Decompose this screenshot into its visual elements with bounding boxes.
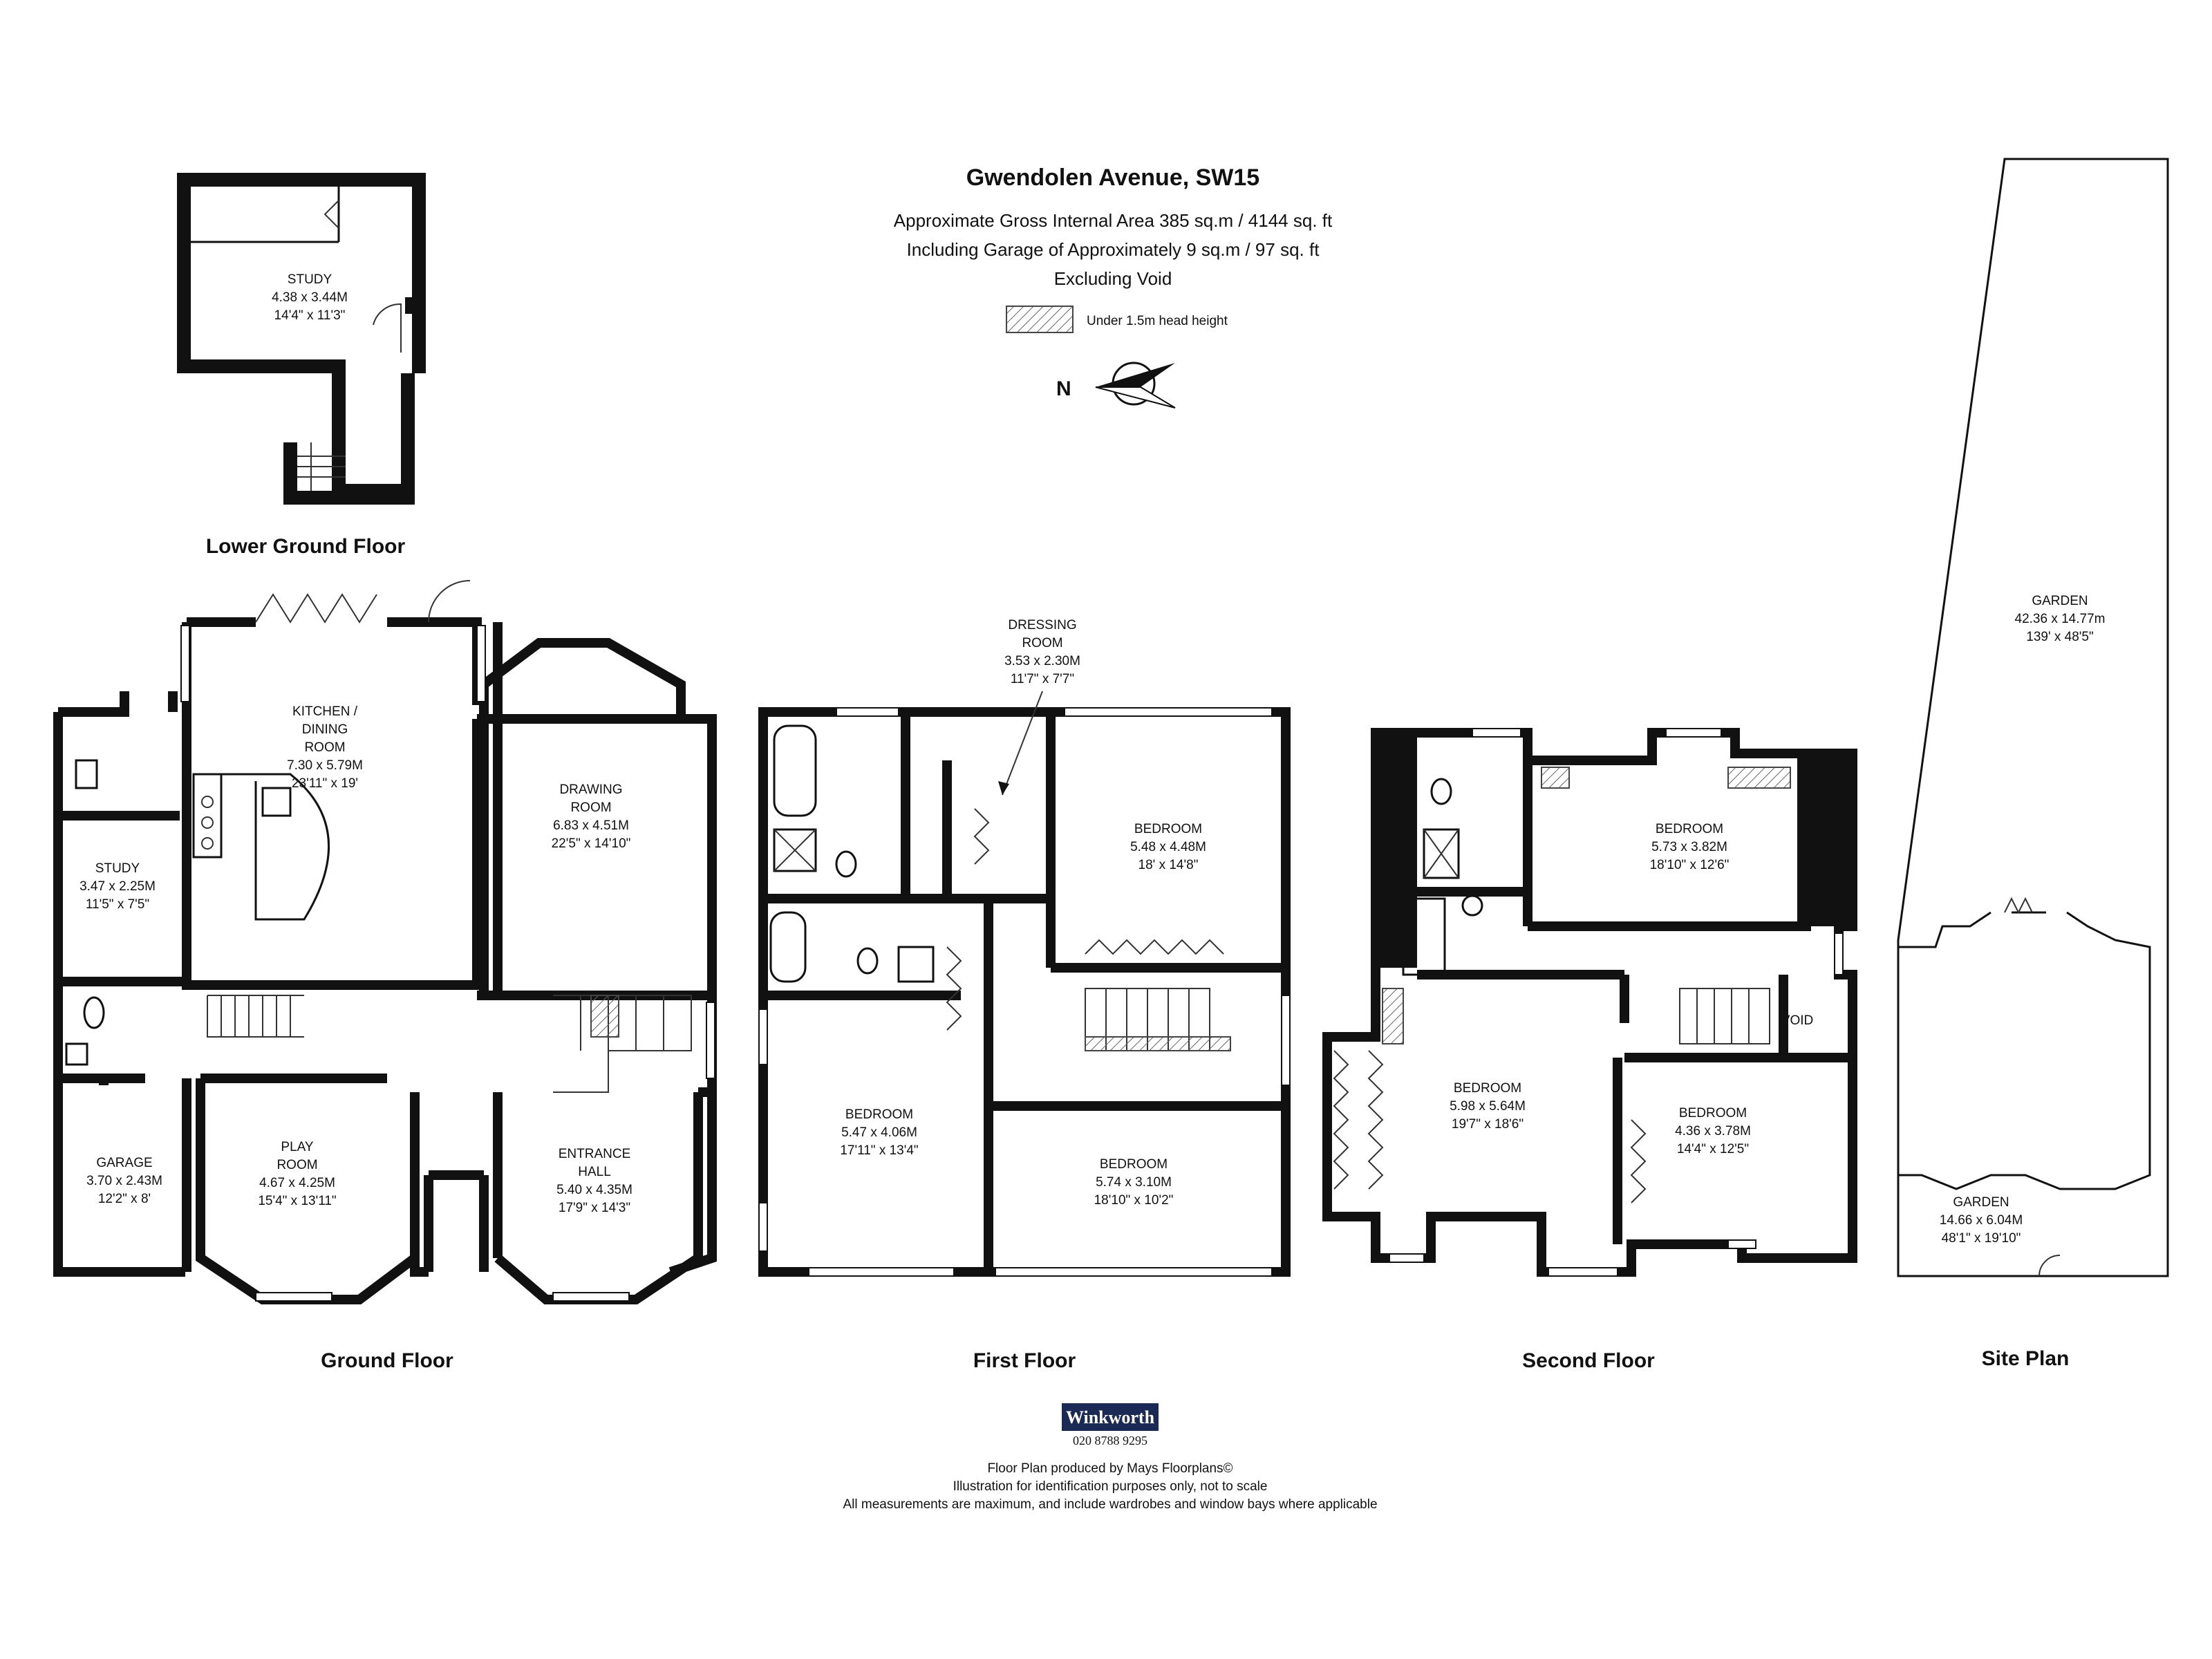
garden-rear-imperial: 139' x 48'5" — [2026, 630, 2093, 644]
lower-ground-floor-plan: STUDY 4.38 x 3.44M 14'4" x 11'3" Lower G… — [177, 173, 426, 558]
f-bed3-name: BEDROOM — [1100, 1157, 1168, 1172]
first-floor-label: First Floor — [973, 1349, 1076, 1372]
drawing-name-1: DRAWING — [559, 782, 622, 797]
ground-floor-plan: KITCHEN / DINING ROOM 7.30 x 5.79M 23'11… — [53, 580, 717, 1372]
kitchen-imperial: 23'11" x 19' — [292, 776, 358, 791]
garage-imperial: 12'2" x 8' — [98, 1192, 151, 1206]
f-bed1-metric: 5.48 x 4.48M — [1130, 840, 1206, 854]
g-study-name: STUDY — [95, 861, 140, 876]
garden-rear-metric: 42.36 x 14.77m — [2015, 612, 2106, 626]
agent-phone: 020 8788 9295 — [1073, 1434, 1147, 1447]
second-floor-plan: BEDROOM 5.73 x 3.82M 18'10" x 12'6" BEDR… — [1322, 728, 1857, 1372]
g-study-metric: 3.47 x 2.25M — [79, 879, 156, 894]
dressing-metric: 3.53 x 2.30M — [1004, 654, 1080, 668]
first-floor-plan: DRESSING ROOM 3.53 x 2.30M 11'7" x 7'7" … — [758, 618, 1291, 1372]
s-bed3-name: BEDROOM — [1679, 1106, 1747, 1121]
g-study-imperial: 11'5" x 7'5" — [86, 897, 149, 912]
garage-name: GARAGE — [96, 1156, 152, 1170]
f-bed3-metric: 5.74 x 3.10M — [1096, 1175, 1172, 1190]
site-plan: GARDEN 42.36 x 14.77m 139' x 48'5" GARDE… — [1897, 158, 2169, 1370]
site-plan-label: Site Plan — [1982, 1347, 2070, 1370]
lg-study-name: STUDY — [288, 272, 332, 287]
void-label: VOID — [1781, 1013, 1813, 1028]
play-imperial: 15'4" x 13'11" — [258, 1194, 336, 1208]
lower-ground-floor-label: Lower Ground Floor — [206, 535, 406, 558]
footer: Winkworth 020 8788 9295 Floor Plan produ… — [843, 1403, 1378, 1512]
f-bed2-metric: 5.47 x 4.06M — [841, 1125, 917, 1140]
dressing-imperial: 11'7" x 7'7" — [1011, 672, 1074, 686]
compass-north-label: N — [1056, 377, 1071, 400]
entrance-imperial: 17'9" x 14'3" — [559, 1201, 630, 1215]
f-bed2-name: BEDROOM — [845, 1107, 913, 1122]
footer-disclaimer: Illustration for identification purposes… — [953, 1479, 1268, 1494]
footer-measurements: All measurements are maximum, and includ… — [843, 1497, 1377, 1512]
s-bed1-metric: 5.73 x 3.82M — [1651, 840, 1727, 854]
second-floor-label: Second Floor — [1522, 1349, 1655, 1372]
dressing-name-1: DRESSING — [1008, 618, 1076, 632]
kitchen-name-2: DINING — [302, 722, 348, 737]
f-bed1-name: BEDROOM — [1134, 822, 1202, 836]
play-name-1: PLAY — [281, 1140, 314, 1154]
legend-text: Under 1.5m head height — [1087, 314, 1228, 328]
s-bed1-imperial: 18'10" x 12'6" — [1650, 858, 1730, 872]
first-staircase — [1085, 988, 1231, 1051]
legend-swatch — [1006, 306, 1074, 333]
gross-area-text: Approximate Gross Internal Area 385 sq.m… — [894, 210, 1333, 231]
header: Gwendolen Avenue, SW15 Approximate Gross… — [894, 165, 1333, 409]
kitchen-metric: 7.30 x 5.79M — [287, 758, 363, 773]
garden-front-name: GARDEN — [1953, 1195, 2009, 1210]
s-bed2-metric: 5.98 x 5.64M — [1450, 1099, 1526, 1114]
entrance-name-2: HALL — [578, 1165, 611, 1179]
s-bed3-metric: 4.36 x 3.78M — [1675, 1124, 1751, 1138]
play-metric: 4.67 x 4.25M — [259, 1176, 335, 1190]
garage-area-text: Including Garage of Approximately 9 sq.m… — [907, 239, 1320, 260]
play-name-2: ROOM — [276, 1158, 317, 1172]
brand-name: Winkworth — [1066, 1407, 1155, 1427]
exclusion-text: Excluding Void — [1054, 268, 1172, 289]
brand-logo — [1062, 1403, 1159, 1431]
garage-metric: 3.70 x 2.43M — [86, 1174, 162, 1188]
s-bed1-name: BEDROOM — [1656, 822, 1723, 836]
staircase — [297, 442, 346, 491]
drawing-metric: 6.83 x 4.51M — [553, 818, 629, 833]
second-staircase — [1679, 988, 1770, 1044]
entrance-name-1: ENTRANCE — [559, 1147, 631, 1161]
drawing-imperial: 22'5" x 14'10" — [552, 836, 631, 851]
s-bed2-imperial: 19'7" x 18'6" — [1452, 1117, 1524, 1132]
dressing-name-2: ROOM — [1022, 636, 1062, 650]
s-bed2-name: BEDROOM — [1454, 1081, 1521, 1096]
compass-icon: N — [1056, 362, 1176, 409]
lg-study-imperial: 14'4" x 11'3" — [274, 308, 346, 323]
f-bed3-imperial: 18'10" x 10'2" — [1094, 1193, 1174, 1208]
garden-front-metric: 14.66 x 6.04M — [1940, 1213, 2023, 1228]
entrance-metric: 5.40 x 4.35M — [556, 1183, 632, 1197]
garden-rear-name: GARDEN — [2032, 594, 2088, 608]
f-bed2-imperial: 17'11" x 13'4" — [840, 1143, 918, 1158]
ground-floor-label: Ground Floor — [321, 1349, 453, 1372]
ground-staircase — [207, 995, 692, 1093]
drawing-name-2: ROOM — [570, 800, 611, 815]
property-title: Gwendolen Avenue, SW15 — [966, 165, 1259, 191]
footer-credit: Floor Plan produced by Mays Floorplans© — [987, 1461, 1232, 1476]
f-bed1-imperial: 18' x 14'8" — [1138, 858, 1199, 872]
lg-study-metric: 4.38 x 3.44M — [272, 290, 348, 305]
kitchen-name-1: KITCHEN / — [292, 704, 358, 719]
garden-front-imperial: 48'1" x 19'10" — [1942, 1231, 2021, 1246]
s-bed3-imperial: 14'4" x 12'5" — [1677, 1142, 1749, 1156]
kitchen-name-3: ROOM — [304, 740, 345, 755]
